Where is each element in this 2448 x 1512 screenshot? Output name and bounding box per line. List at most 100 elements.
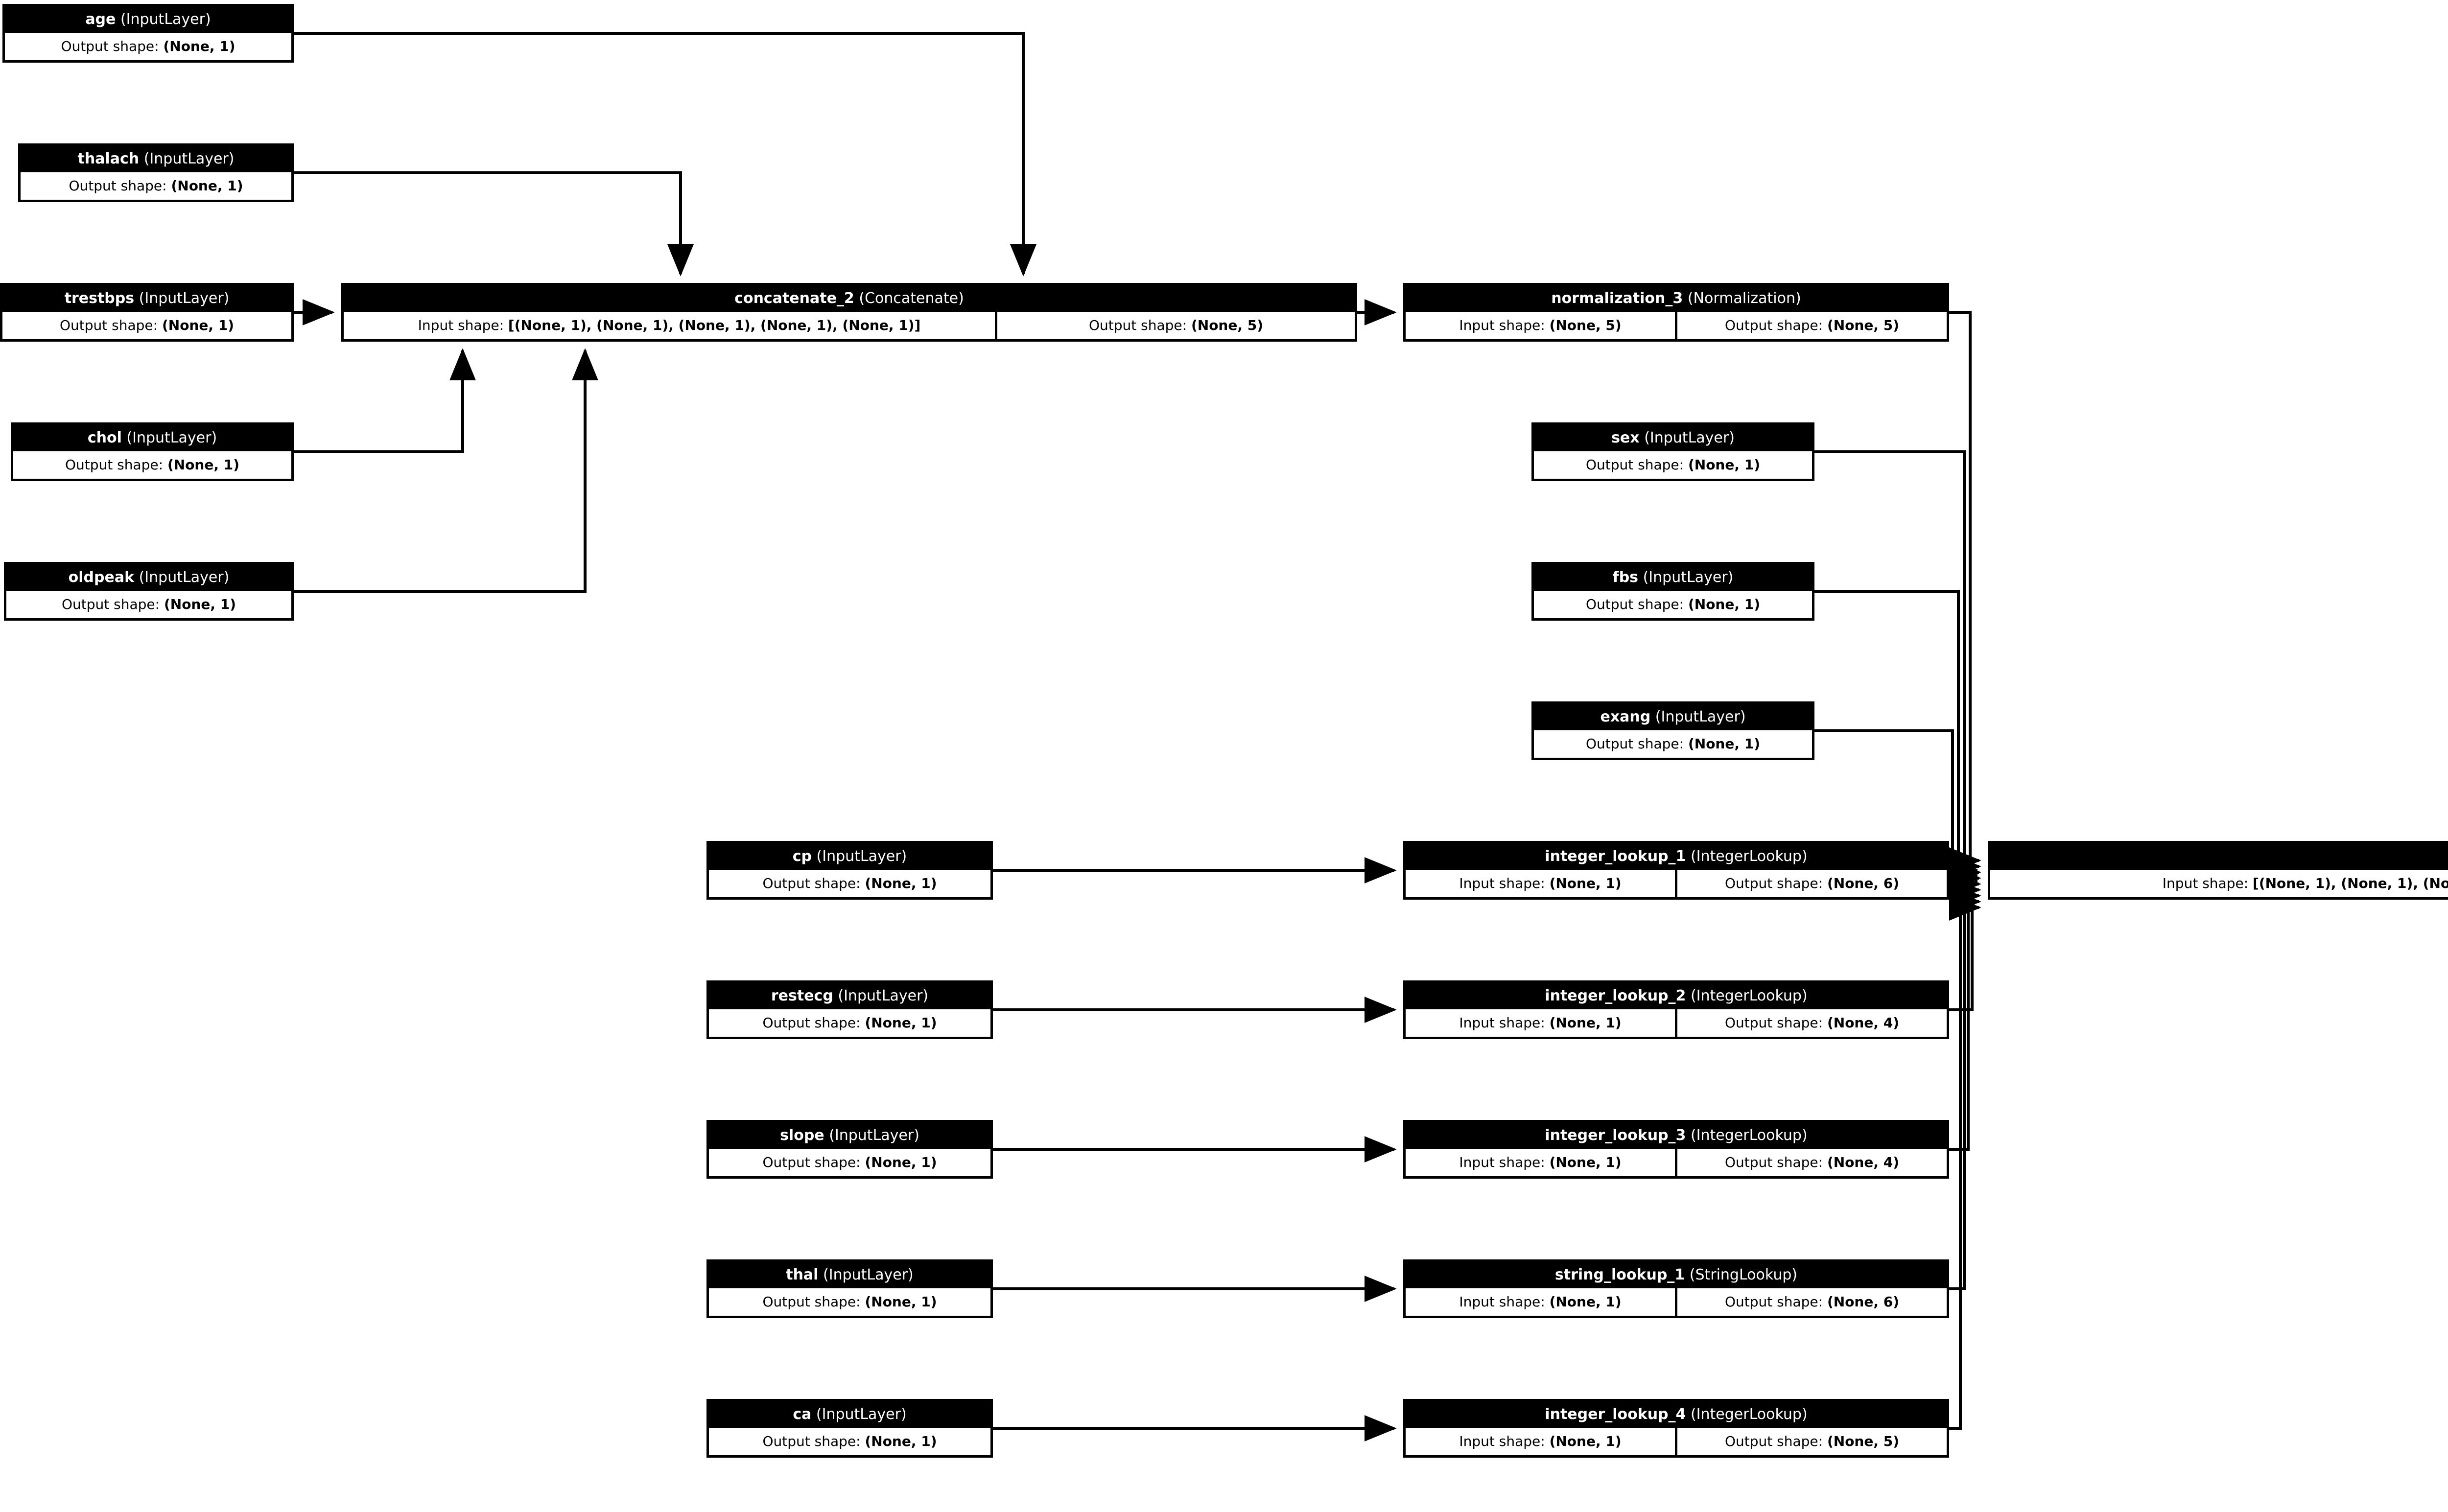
node-slope-title: slope (InputLayer) xyxy=(709,1122,990,1149)
node-ca[interactable]: ca (InputLayer) Output shape: (None, 1) xyxy=(706,1399,993,1458)
input-shape-label: Input shape: xyxy=(1459,317,1545,333)
output-shape-value: (None, 1) xyxy=(865,1433,937,1449)
node-exang[interactable]: exang (InputLayer) Output shape: (None, … xyxy=(1531,701,1814,760)
node-sex[interactable]: sex (InputLayer) Output shape: (None, 1) xyxy=(1531,422,1814,481)
node-fbs-title: fbs (InputLayer) xyxy=(1534,564,1812,591)
node-restecg-type: (InputLayer) xyxy=(838,987,929,1004)
node-chol[interactable]: chol (InputLayer) Output shape: (None, 1… xyxy=(11,422,294,481)
node-ca-type: (InputLayer) xyxy=(816,1406,907,1423)
node-sex-type: (InputLayer) xyxy=(1644,429,1735,446)
output-shape-label: Output shape: xyxy=(762,875,861,891)
input-shape-label: Input shape: xyxy=(1459,1433,1545,1449)
node-age-shapes: Output shape: (None, 1) xyxy=(5,33,291,60)
node-thal-type: (InputLayer) xyxy=(823,1266,914,1283)
output-shape-label: Output shape: xyxy=(1724,1294,1823,1310)
node-integer-lookup-3[interactable]: integer_lookup_3 (IntegerLookup) Input s… xyxy=(1403,1120,1949,1179)
node-oldpeak-name: oldpeak xyxy=(68,569,135,586)
node-sex-shapes: Output shape: (None, 1) xyxy=(1534,451,1812,479)
input-shape-value: (None, 1) xyxy=(1549,875,1622,891)
node-fbs-output-shape: Output shape: (None, 1) xyxy=(1534,591,1812,618)
node-thalach-name: thalach xyxy=(77,150,140,167)
node-exang-title: exang (InputLayer) xyxy=(1534,704,1812,730)
node-age-output-shape: Output shape: (None, 1) xyxy=(5,33,291,60)
input-shape-label: Input shape: xyxy=(1459,875,1545,891)
node-trestbps-output-shape: Output shape: (None, 1) xyxy=(2,312,291,339)
output-shape-value: (None, 4) xyxy=(1827,1154,1900,1170)
node-chol-title: chol (InputLayer) xyxy=(13,425,291,451)
node-integer-lookup-4[interactable]: integer_lookup_4 (IntegerLookup) Input s… xyxy=(1403,1399,1949,1458)
node-fbs[interactable]: fbs (InputLayer) Output shape: (None, 1) xyxy=(1531,562,1814,621)
node-concatenate-2-type: (Concatenate) xyxy=(859,290,964,307)
output-shape-label: Output shape: xyxy=(1585,596,1684,612)
node-trestbps-title: trestbps (InputLayer) xyxy=(2,285,291,312)
output-shape-value: (None, 5) xyxy=(1191,317,1264,333)
node-integer-lookup-1[interactable]: integer_lookup_1 (IntegerLookup) Input s… xyxy=(1403,841,1949,900)
edge-integerlookup4-concatenate3 xyxy=(1949,894,1981,1430)
node-oldpeak[interactable]: oldpeak (InputLayer) Output shape: (None… xyxy=(4,562,294,621)
output-shape-label: Output shape: xyxy=(59,317,158,333)
node-concatenate-2-input-shape: Input shape: [(None, 1), (None, 1), (Non… xyxy=(344,312,995,339)
node-integer-lookup-3-name: integer_lookup_3 xyxy=(1545,1127,1686,1144)
node-concatenate-2[interactable]: concatenate_2 (Concatenate) Input shape:… xyxy=(341,283,1357,342)
output-shape-value: (None, 1) xyxy=(163,38,235,54)
node-cp-name: cp xyxy=(792,848,812,865)
input-shape-label: Input shape: xyxy=(1459,1294,1545,1310)
input-shape-value: (None, 1) xyxy=(1549,1015,1622,1031)
node-string-lookup-1-name: string_lookup_1 xyxy=(1554,1266,1685,1283)
node-concatenate-2-shapes: Input shape: [(None, 1), (None, 1), (Non… xyxy=(344,312,1355,339)
node-integer-lookup-1-output-shape: Output shape: (None, 6) xyxy=(1677,870,1947,897)
node-age-name: age xyxy=(85,11,116,28)
node-concatenate-3[interactable]: concatenate_3 (Concatenate) Input shape:… xyxy=(1988,841,2448,900)
output-shape-label: Output shape: xyxy=(762,1154,861,1170)
node-normalization-3-shapes: Input shape: (None, 5) Output shape: (No… xyxy=(1406,312,1947,339)
node-ca-shapes: Output shape: (None, 1) xyxy=(709,1428,990,1455)
edge-oldpeak-concatenate2 xyxy=(294,348,598,593)
output-shape-value: (None, 5) xyxy=(1827,317,1900,333)
node-string-lookup-1-input-shape: Input shape: (None, 1) xyxy=(1406,1288,1675,1316)
node-restecg-name: restecg xyxy=(771,987,833,1004)
node-thal[interactable]: thal (InputLayer) Output shape: (None, 1… xyxy=(706,1259,993,1318)
node-thalach[interactable]: thalach (InputLayer) Output shape: (None… xyxy=(18,143,294,202)
node-chol-type: (InputLayer) xyxy=(126,429,217,446)
output-shape-value: (None, 1) xyxy=(865,1154,937,1170)
node-sex-name: sex xyxy=(1611,429,1640,446)
node-string-lookup-1[interactable]: string_lookup_1 (StringLookup) Input sha… xyxy=(1403,1259,1949,1318)
node-thal-shapes: Output shape: (None, 1) xyxy=(709,1288,990,1316)
node-ca-title: ca (InputLayer) xyxy=(709,1401,990,1428)
output-shape-value: (None, 1) xyxy=(171,178,243,194)
node-slope-name: slope xyxy=(780,1127,824,1144)
node-oldpeak-title: oldpeak (InputLayer) xyxy=(6,564,291,591)
node-integer-lookup-2[interactable]: integer_lookup_2 (IntegerLookup) Input s… xyxy=(1403,980,1949,1039)
node-integer-lookup-4-type: (IntegerLookup) xyxy=(1690,1406,1808,1423)
node-normalization-3-name: normalization_3 xyxy=(1551,290,1683,307)
node-integer-lookup-4-shapes: Input shape: (None, 1) Output shape: (No… xyxy=(1406,1428,1947,1455)
node-concatenate-2-name: concatenate_2 xyxy=(734,290,854,307)
node-normalization-3-output-shape: Output shape: (None, 5) xyxy=(1677,312,1947,339)
node-sex-output-shape: Output shape: (None, 1) xyxy=(1534,451,1812,479)
output-shape-value: (None, 6) xyxy=(1827,1294,1900,1310)
node-age[interactable]: age (InputLayer) Output shape: (None, 1) xyxy=(2,4,294,63)
output-shape-label: Output shape: xyxy=(1724,1433,1823,1449)
output-shape-label: Output shape: xyxy=(762,1433,861,1449)
output-shape-value: (None, 1) xyxy=(865,1294,937,1310)
node-restecg[interactable]: restecg (InputLayer) Output shape: (None… xyxy=(706,980,993,1039)
node-normalization-3[interactable]: normalization_3 (Normalization) Input sh… xyxy=(1403,283,1949,342)
node-integer-lookup-2-name: integer_lookup_2 xyxy=(1545,987,1686,1004)
node-integer-lookup-1-input-shape: Input shape: (None, 1) xyxy=(1406,870,1675,897)
node-thal-name: thal xyxy=(786,1266,819,1283)
input-shape-value: (None, 5) xyxy=(1549,317,1622,333)
node-fbs-shapes: Output shape: (None, 1) xyxy=(1534,591,1812,618)
node-integer-lookup-2-output-shape: Output shape: (None, 4) xyxy=(1677,1009,1947,1037)
output-shape-label: Output shape: xyxy=(1585,736,1684,752)
edge-stringlookup1-concatenate3 xyxy=(1949,888,1981,1290)
node-trestbps[interactable]: trestbps (InputLayer) Output shape: (Non… xyxy=(0,283,294,342)
node-cp[interactable]: cp (InputLayer) Output shape: (None, 1) xyxy=(706,841,993,900)
node-string-lookup-1-title: string_lookup_1 (StringLookup) xyxy=(1406,1262,1947,1288)
node-slope[interactable]: slope (InputLayer) Output shape: (None, … xyxy=(706,1120,993,1179)
output-shape-value: (None, 1) xyxy=(162,317,235,333)
node-thalach-output-shape: Output shape: (None, 1) xyxy=(21,172,291,200)
node-age-type: (InputLayer) xyxy=(120,11,211,28)
node-cp-type: (InputLayer) xyxy=(816,848,907,865)
